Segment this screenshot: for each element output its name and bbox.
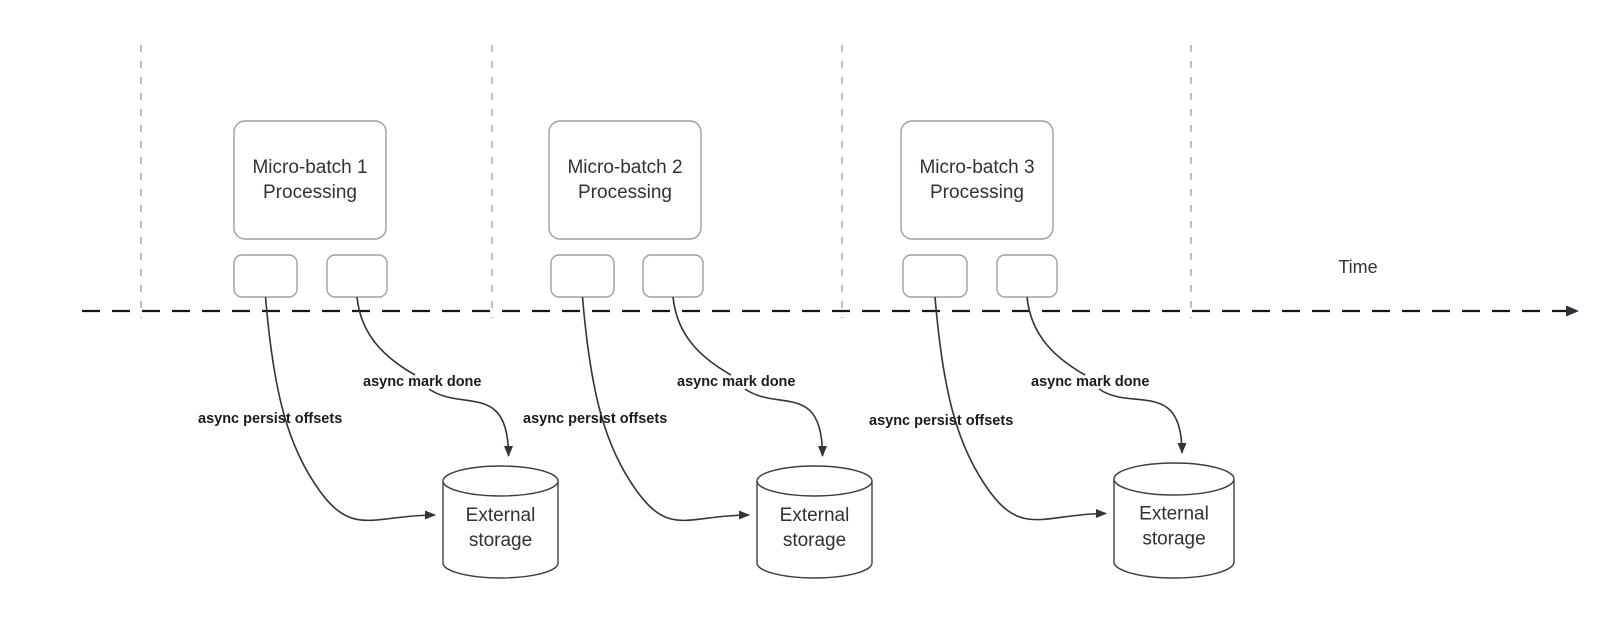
edge-label-async-mark-done-1: async mark done	[363, 374, 481, 390]
storage-cylinder-top-1[interactable]	[442, 465, 559, 497]
micro-batch-1-box[interactable]	[233, 120, 387, 240]
time-axis-label: Time	[1338, 257, 1377, 277]
edge-async-persist-offsets-3	[934, 296, 1107, 521]
edge-label-async-persist-offsets-3: async persist offsets	[869, 413, 1013, 429]
edge-async-mark-done-1	[428, 388, 513, 457]
storage-cylinder-body-2[interactable]	[756, 481, 873, 579]
micro-batch-2-title: Micro-batch 2	[567, 157, 682, 178]
micro-batch-2-subtitle: Processing	[578, 182, 672, 203]
edge-async-mark-done-stem-2	[672, 296, 732, 376]
batch-boundary-lines	[140, 45, 1192, 318]
external-storage-3-label-line2: storage	[1142, 529, 1205, 550]
external-storage-3-label-line1: External	[1139, 504, 1209, 525]
storage-cylinder-top-2[interactable]	[756, 465, 873, 497]
micro-batch-3-title: Micro-batch 3	[919, 157, 1034, 178]
batch-3-persist-offsets-task[interactable]	[902, 254, 968, 298]
external-storage-2-label-line2: storage	[783, 530, 846, 551]
storage-cylinder-body-1[interactable]	[442, 481, 559, 579]
edge-label-async-persist-offsets-2: async persist offsets	[523, 411, 667, 427]
micro-batch-3-box[interactable]	[900, 120, 1054, 240]
batch-3-mark-done-task[interactable]	[996, 254, 1058, 298]
edge-async-mark-done-stem-3	[1026, 296, 1086, 376]
micro-batch-3-subtitle: Processing	[930, 182, 1024, 203]
batch-1-mark-done-task[interactable]	[326, 254, 388, 298]
edge-async-mark-done-stem-1	[356, 296, 416, 376]
edge-async-persist-offsets-1	[264, 296, 436, 522]
external-storage-1-label-line1: External	[466, 505, 536, 526]
micro-batch-1-title: Micro-batch 1	[252, 157, 367, 178]
external-storage-1-label-line2: storage	[469, 530, 532, 551]
batch-2-mark-done-task[interactable]	[642, 254, 704, 298]
edge-async-persist-offsets-2	[581, 296, 750, 522]
batch-2-persist-offsets-task[interactable]	[550, 254, 615, 298]
micro-batch-2-box[interactable]	[548, 120, 702, 240]
edge-label-async-mark-done-2: async mark done	[677, 374, 795, 390]
micro-batch-1-subtitle: Processing	[263, 182, 357, 203]
storage-cylinder-body-3[interactable]	[1113, 479, 1235, 579]
batch-1-persist-offsets-task[interactable]	[233, 254, 298, 298]
edge-async-mark-done-2	[744, 388, 827, 457]
edge-async-mark-done-3	[1098, 388, 1187, 454]
edge-label-async-persist-offsets-1: async persist offsets	[198, 411, 342, 427]
storage-cylinder-top-3[interactable]	[1113, 462, 1235, 496]
external-storage-2-label-line1: External	[780, 505, 850, 526]
edge-label-async-mark-done-3: async mark done	[1031, 374, 1149, 390]
